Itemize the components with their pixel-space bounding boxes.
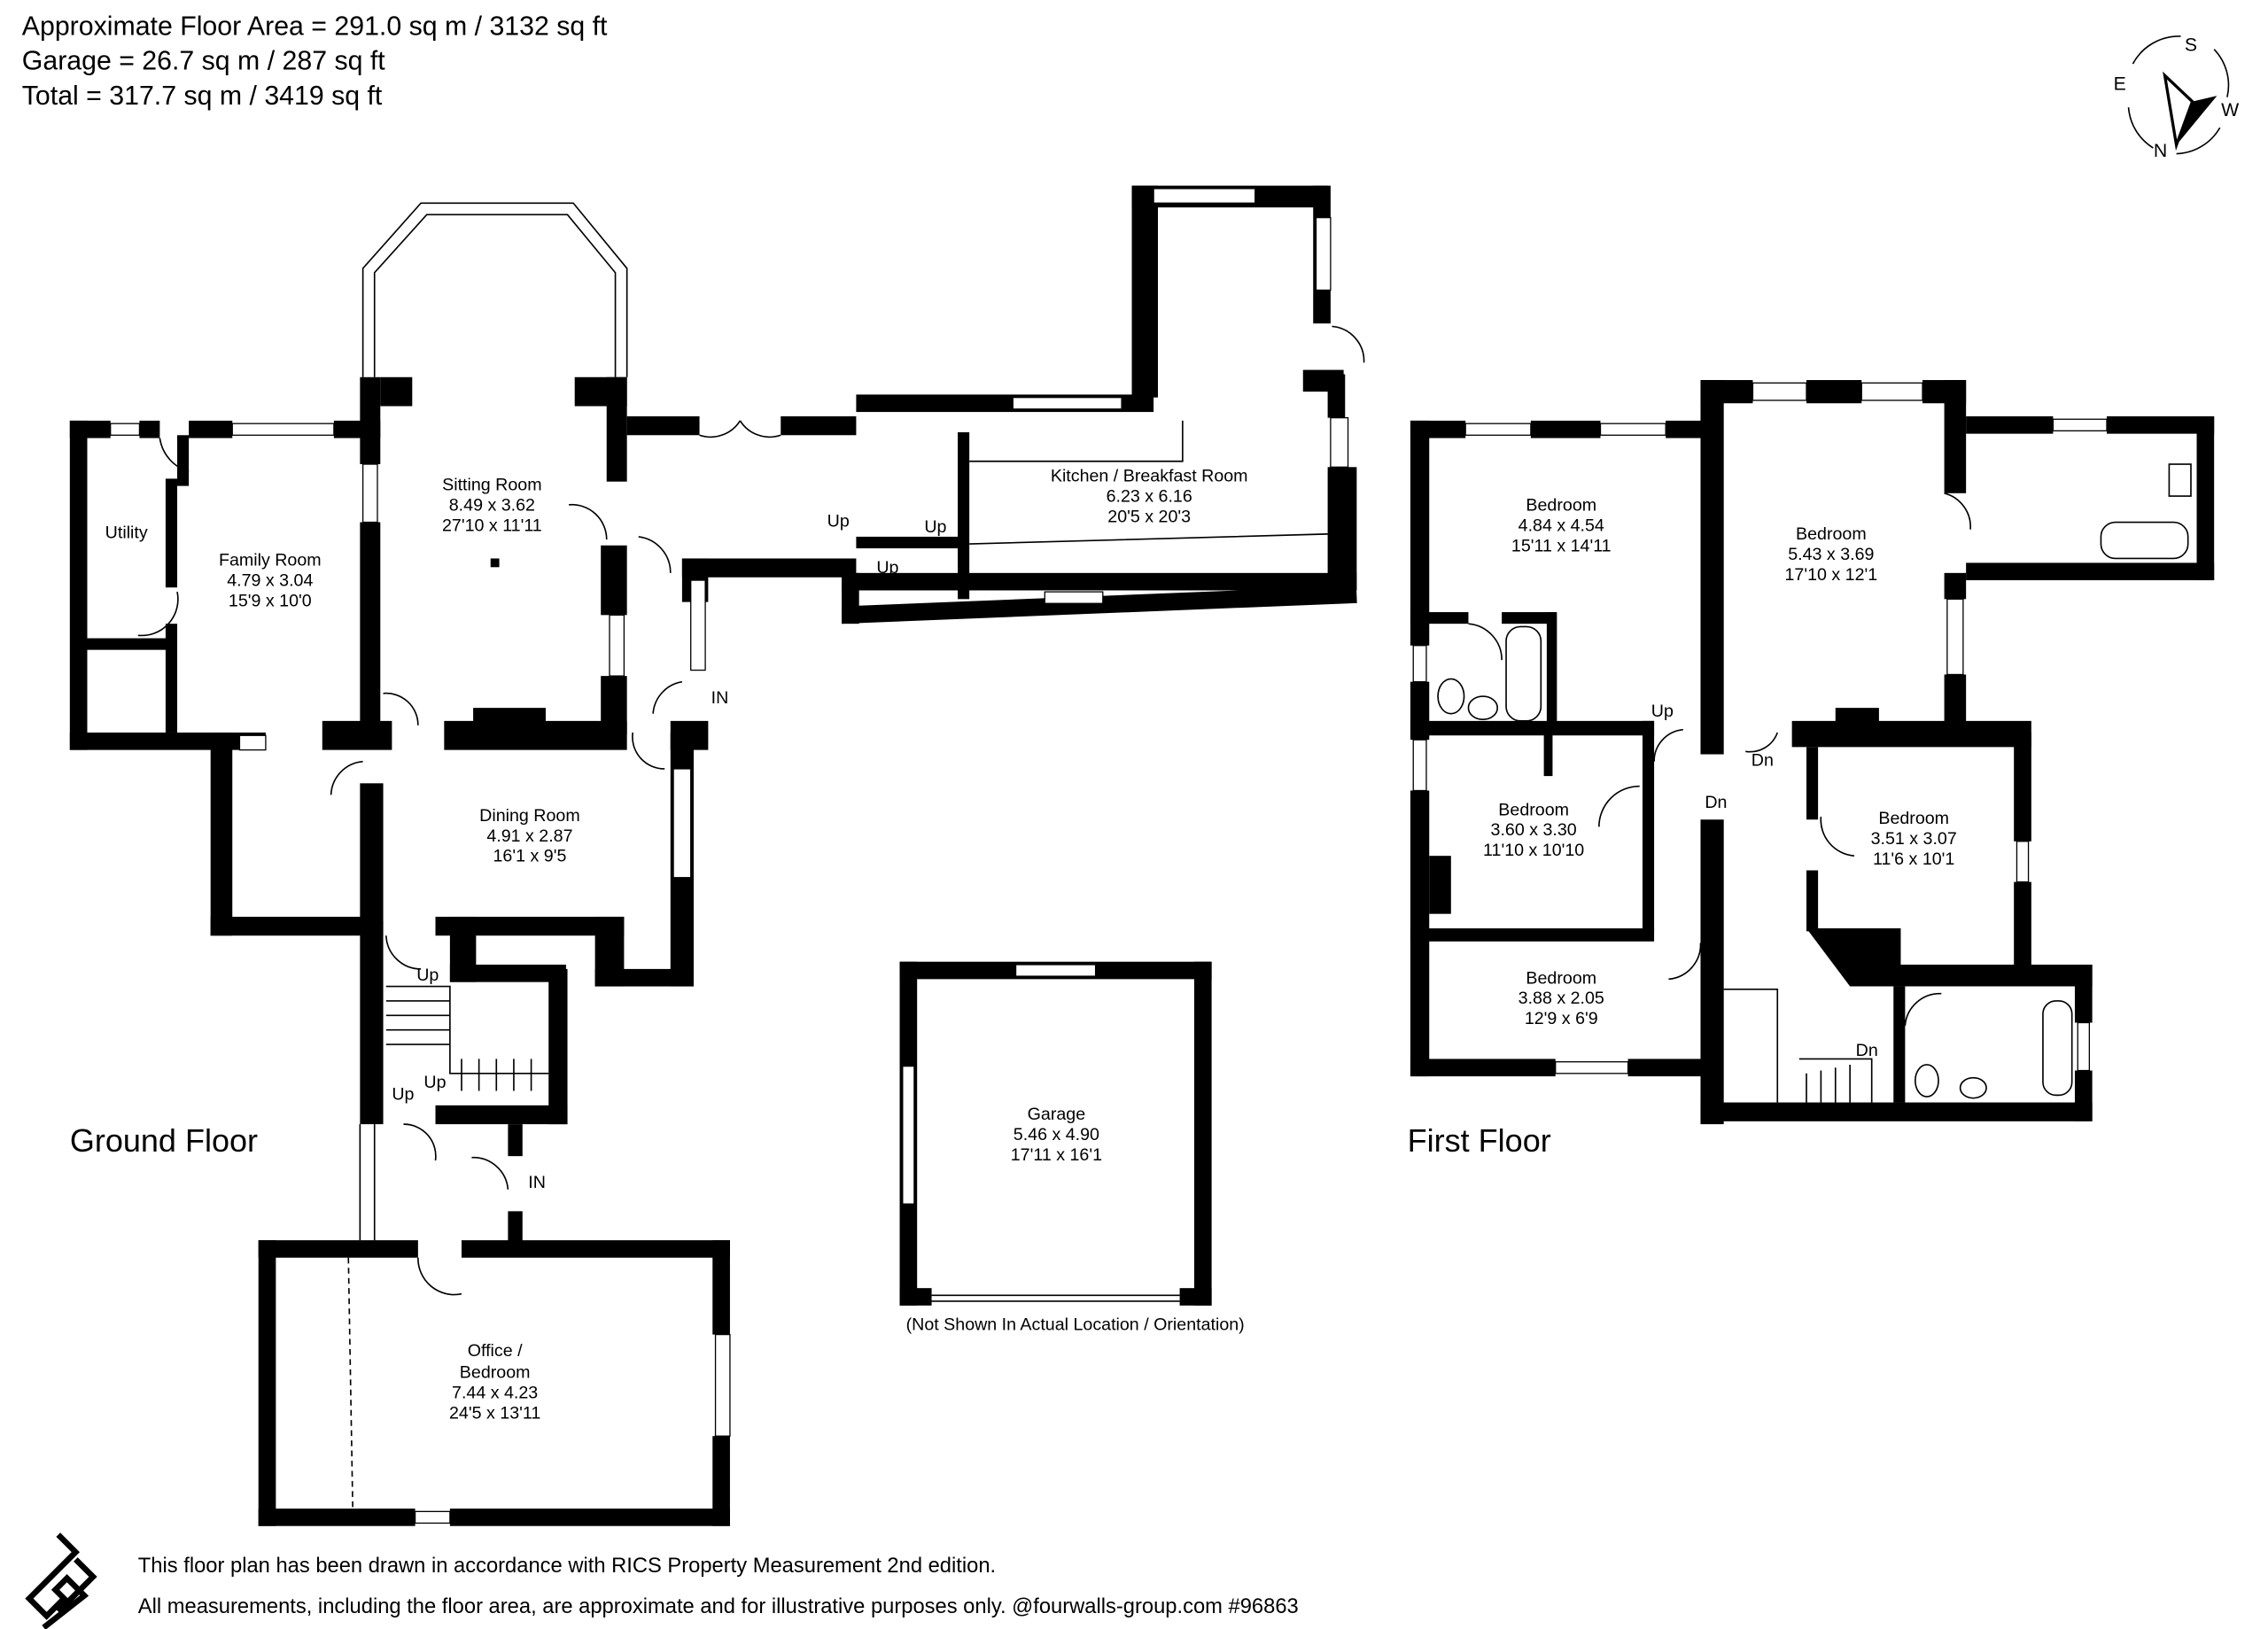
room-bedroom-5-name: Bedroom <box>1526 968 1596 988</box>
garage-area-text: Garage = 26.7 sq m / 287 sq ft <box>22 47 385 76</box>
room-family-imperial: 15'9 x 10'0 <box>229 592 312 611</box>
entrance-marker: IN <box>711 688 729 708</box>
fourwalls-logo <box>25 1532 97 1629</box>
stair-up-marker: Up <box>924 517 946 537</box>
ground-floor-walls <box>69 185 1365 1526</box>
room-bedroom-3-name: Bedroom <box>1498 800 1569 819</box>
room-bedroom-4-name: Bedroom <box>1878 809 1949 828</box>
disclaimer: All measurements, including the floor ar… <box>138 1595 1299 1618</box>
ground-room-labels: Utility Family Room 4.79 x 3.04 15'9 x 1… <box>70 467 1248 1423</box>
room-bedroom-5-imperial: 12'9 x 6'9 <box>1525 1009 1598 1028</box>
compass-n: N <box>2154 140 2167 161</box>
ground-floor-label: Ground Floor <box>70 1122 258 1159</box>
room-sitting-imperial: 27'10 x 11'11 <box>442 516 542 535</box>
room-office-metric: 7.44 x 4.23 <box>452 1384 538 1403</box>
room-office-imperial: 24'5 x 13'11 <box>449 1404 540 1423</box>
room-kitchen-imperial: 20'5 x 20'3 <box>1107 508 1191 527</box>
room-family-metric: 4.79 x 3.04 <box>227 571 313 591</box>
room-bedroom-5-metric: 3.88 x 2.05 <box>1518 989 1604 1008</box>
stair-up-marker: Up <box>1651 702 1674 721</box>
room-bedroom-2-name: Bedroom <box>1796 524 1867 544</box>
room-garage-imperial: 17'11 x 16'1 <box>1011 1145 1102 1165</box>
stair-down-marker: Dn <box>1856 1041 1878 1060</box>
room-sitting-name: Sitting Room <box>442 476 541 495</box>
room-garage-name: Garage <box>1028 1105 1086 1124</box>
garage-location-note: (Not Shown In Actual Location / Orientat… <box>906 1315 1245 1335</box>
room-bedroom-4-imperial: 11'6 x 10'1 <box>1873 849 1954 869</box>
first-room-labels: Bedroom 4.84 x 4.54 15'11 x 14'11 Bedroo… <box>1408 495 1957 1159</box>
stair-up-marker: Up <box>827 511 850 531</box>
room-kitchen-metric: 6.23 x 6.16 <box>1107 487 1192 507</box>
room-dining-name: Dining Room <box>479 806 580 826</box>
room-office-name-1: Office / <box>468 1341 523 1361</box>
room-bedroom-3-imperial: 11'10 x 10'10 <box>1483 841 1584 860</box>
stair-down-marker: Dn <box>1705 793 1727 812</box>
room-family-name: Family Room <box>219 551 322 570</box>
room-kitchen-name: Kitchen / Breakfast Room <box>1051 467 1248 486</box>
room-dining-imperial: 16'1 x 9'5 <box>493 847 567 866</box>
compass-s: S <box>2185 34 2197 55</box>
room-utility-name: Utility <box>105 524 148 543</box>
room-bedroom-1-name: Bedroom <box>1526 495 1596 515</box>
first-floor-label: First Floor <box>1408 1122 1551 1159</box>
room-garage-metric: 5.46 x 4.90 <box>1014 1125 1099 1144</box>
first-floor-walls <box>1410 380 2215 1125</box>
room-bedroom-2-metric: 5.43 x 3.69 <box>1788 545 1874 564</box>
room-office-name-2: Bedroom <box>460 1363 531 1383</box>
total-area-text: Total = 317.7 sq m / 3419 sq ft <box>22 81 383 111</box>
stair-down-marker: Dn <box>1751 751 1774 771</box>
compass-icon: S E W N <box>2114 34 2240 161</box>
area-summary: Approximate Floor Area = 291.0 sq m / 31… <box>22 12 608 111</box>
stair-up-marker: Up <box>392 1084 414 1104</box>
room-bedroom-4-metric: 3.51 x 3.07 <box>1871 829 1957 849</box>
compass-w: W <box>2221 99 2239 120</box>
entrance-marker: IN <box>528 1173 546 1192</box>
room-sitting-metric: 8.49 x 3.62 <box>449 495 535 515</box>
stair-up-marker: Up <box>416 966 439 985</box>
room-dining-metric: 4.91 x 2.87 <box>486 826 572 846</box>
stair-up-marker: Up <box>423 1073 446 1092</box>
room-bedroom-1-imperial: 15'11 x 14'11 <box>1511 536 1612 555</box>
stair-up-marker: Up <box>876 558 898 578</box>
floor-area-text: Approximate Floor Area = 291.0 sq m / 31… <box>22 12 608 41</box>
room-bedroom-1-metric: 4.84 x 4.54 <box>1518 516 1604 535</box>
room-bedroom-2-imperial: 17'10 x 12'1 <box>1785 565 1878 585</box>
compass-e: E <box>2114 74 2126 95</box>
rics-statement: This floor plan has been drawn in accord… <box>138 1555 996 1578</box>
room-bedroom-3-metric: 3.60 x 3.30 <box>1491 820 1577 840</box>
